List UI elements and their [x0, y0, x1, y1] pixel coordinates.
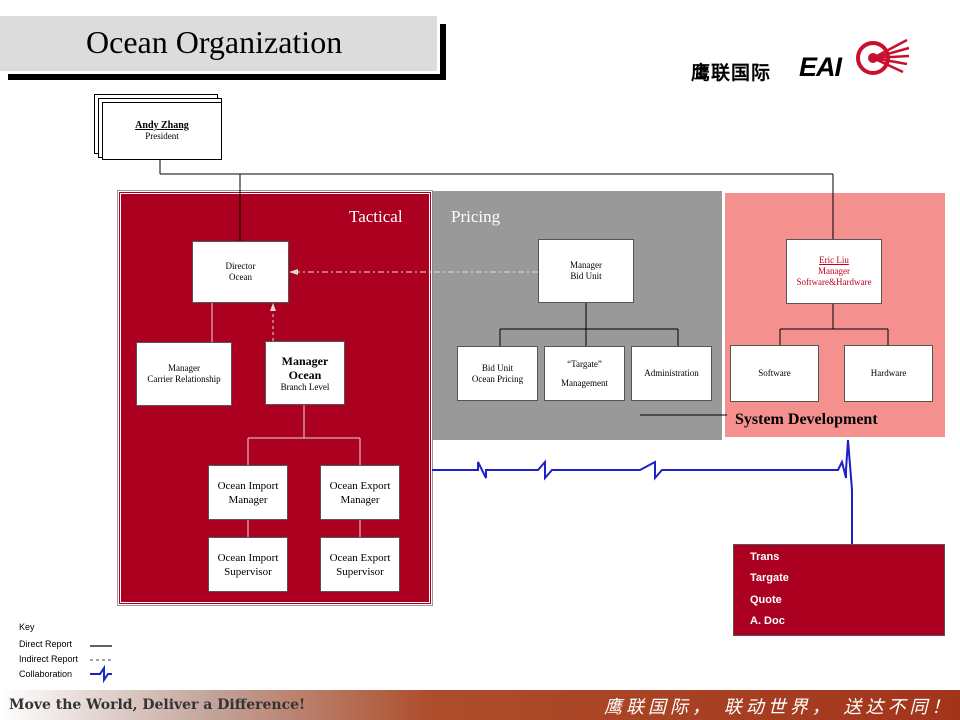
president-box[interactable]: Andy Zhang President [102, 102, 222, 160]
bid-unit-manager-box[interactable]: Manager Bid Unit [538, 239, 634, 303]
bid-mgr-title: Manager [570, 260, 602, 270]
president-name: Andy Zhang [135, 120, 189, 131]
ocean-mgr-dept: Ocean [288, 367, 322, 382]
key-title: Key [19, 622, 35, 632]
bid-pricing-line1: Bid Unit [481, 362, 514, 373]
software-label: Software [758, 368, 791, 378]
key-collaboration: Collaboration [19, 669, 73, 679]
eagle-logo-icon [856, 38, 910, 75]
export-mgr-line2: Manager [340, 493, 380, 506]
carrier-relationship-manager-box[interactable]: Manager Carrier Relationship [136, 342, 232, 406]
footer-chinese-slogan: 鹰联国际， 联动世界， 送达不同！ [604, 697, 954, 718]
system-development-label: System Development [735, 411, 878, 428]
eric-dept: Software&Hardware [796, 277, 872, 287]
president-role: President [145, 131, 179, 141]
list-item: Targate [750, 572, 789, 584]
systems-list-box: Trans Targate Quote A. Doc [733, 544, 945, 636]
page-title: Ocean Organization [86, 24, 343, 60]
director-title: Director [225, 261, 256, 271]
ocean-export-manager-box[interactable]: Ocean Export Manager [320, 465, 400, 520]
software-hardware-manager-box[interactable]: Eric Liu Manager Software&Hardware [786, 239, 882, 304]
ocean-manager-box[interactable]: Manager Ocean Branch Level [265, 341, 345, 405]
hardware-label: Hardware [870, 368, 907, 378]
export-sup-line1: Ocean Export [329, 551, 391, 564]
director-ocean-box[interactable]: Director Ocean [192, 241, 289, 303]
administration-box[interactable]: Administration [631, 346, 712, 401]
key-direct-report: Direct Report [19, 639, 73, 649]
ocean-export-supervisor-box[interactable]: Ocean Export Supervisor [320, 537, 400, 592]
title-banner [0, 16, 440, 74]
footer-tagline: Move the World, Deliver a Difference! [9, 697, 306, 713]
pricing-label: Pricing [451, 207, 501, 226]
eric-name: Eric Liu [819, 255, 849, 265]
footer-bar [0, 690, 960, 720]
export-mgr-line1: Ocean Export [329, 479, 391, 492]
import-sup-line1: Ocean Import [217, 551, 279, 564]
import-mgr-line1: Ocean Import [217, 479, 279, 492]
software-box[interactable]: Software [730, 345, 819, 402]
administration-label: Administration [644, 368, 699, 378]
bid-pricing-line2: Ocean Pricing [471, 373, 524, 384]
bid-unit-ocean-pricing-box[interactable]: Bid Unit Ocean Pricing [457, 346, 538, 401]
targate-mgmt-line1: “Targate” [567, 358, 602, 369]
director-dept: Ocean [229, 272, 252, 282]
ocean-mgr-title: Manager [281, 353, 329, 368]
key-indirect-report: Indirect Report [19, 654, 79, 664]
carrier-mgr-title: Manager [168, 363, 200, 373]
list-item: Trans [750, 551, 780, 563]
list-item: A. Doc [750, 615, 785, 627]
hardware-box[interactable]: Hardware [844, 345, 933, 402]
import-mgr-line2: Manager [228, 493, 268, 506]
ocean-import-manager-box[interactable]: Ocean Import Manager [208, 465, 288, 520]
targate-mgmt-line2: Management [561, 377, 608, 388]
bid-mgr-dept: Bid Unit [570, 271, 602, 281]
ocean-mgr-level: Branch Level [280, 381, 330, 392]
tactical-label: Tactical [349, 207, 403, 226]
eric-title: Manager [818, 266, 850, 276]
list-item: Quote [750, 594, 782, 606]
import-sup-line2: Supervisor [224, 565, 272, 578]
carrier-mgr-dept: Carrier Relationship [147, 374, 221, 384]
logo-eai-text: EAI [799, 52, 842, 82]
logo-chinese-text: 鹰联国际 [691, 62, 772, 84]
export-sup-line2: Supervisor [336, 565, 384, 578]
ocean-import-supervisor-box[interactable]: Ocean Import Supervisor [208, 537, 288, 592]
targate-management-box[interactable]: “Targate” Management [544, 346, 625, 401]
